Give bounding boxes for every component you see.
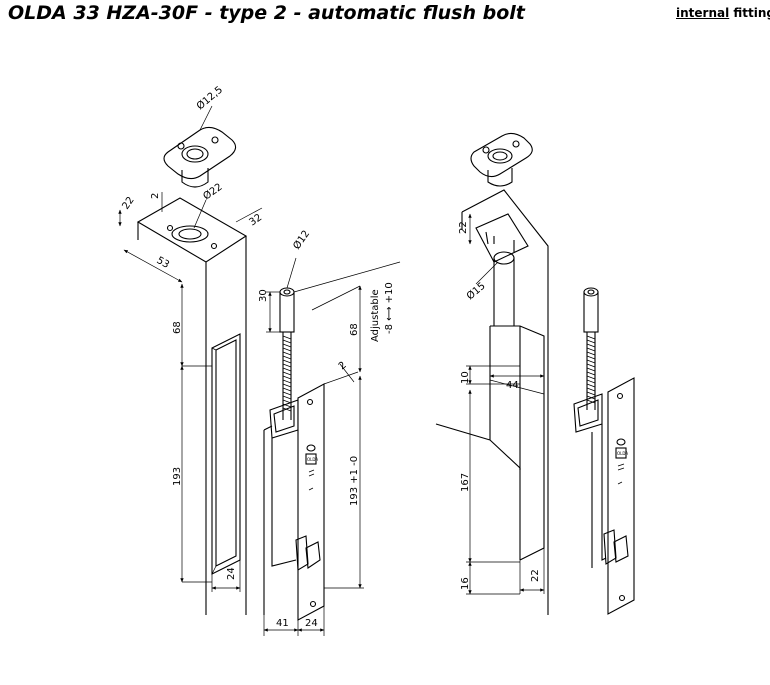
dim-193-tol: 193 +1 -0 [349,456,360,506]
fitting-type-label: internal fitting [676,6,770,20]
strike-plate [163,105,237,188]
dim-16: 16 [460,577,471,590]
dim-10: 10 [460,371,471,384]
dim-193-left: 193 [172,467,183,486]
dim-2-left: 2 [150,193,161,199]
door-cutout-view: 22 Ø15 10 44 167 16 22 [435,132,549,615]
fitting-type-rest: fitting [733,6,770,20]
dim-30: 30 [258,289,269,302]
adjustable-range: -8 ⟷ +10 [384,282,395,334]
dim-22-right: 22 [458,221,469,234]
dim-167: 167 [460,473,471,492]
dim-24-bolt: 24 [305,618,318,629]
socket-diameter: Ø15 [464,280,488,302]
svg-text:OLDA: OLDA [617,451,628,456]
dim-44: 44 [506,380,519,391]
dim-68-bolt: 68 [349,323,360,336]
socket-plate [470,132,533,187]
door-edge-view: Ø12,5 22 2 Ø22 32 53 68 193 [118,84,264,615]
dim-68-left: 68 [172,321,183,334]
fitting-type-word: internal [676,6,730,20]
dim-24-left: 24 [226,567,237,580]
flush-bolt-view-2: OLDA [573,287,635,615]
page-title: OLDA 33 HZA-30F - type 2 - automatic flu… [8,2,525,24]
dim-22-left: 22 [120,195,136,212]
dim-2-bolt: 2 [337,360,349,373]
strike-diameter: Ø12,5 [194,84,225,113]
svg-text:OLDA: OLDA [307,457,318,462]
adjustable-label: Adjustable [370,289,381,342]
threaded-shaft [282,332,292,420]
dim-22-right-bottom: 22 [530,569,541,582]
rod-diameter: Ø12 [291,228,313,252]
dim-41: 41 [276,618,289,629]
flush-bolt-view: OLDA Ø12 30 68 Adjustable -8 ⟷ +10 2 193… [258,228,401,636]
